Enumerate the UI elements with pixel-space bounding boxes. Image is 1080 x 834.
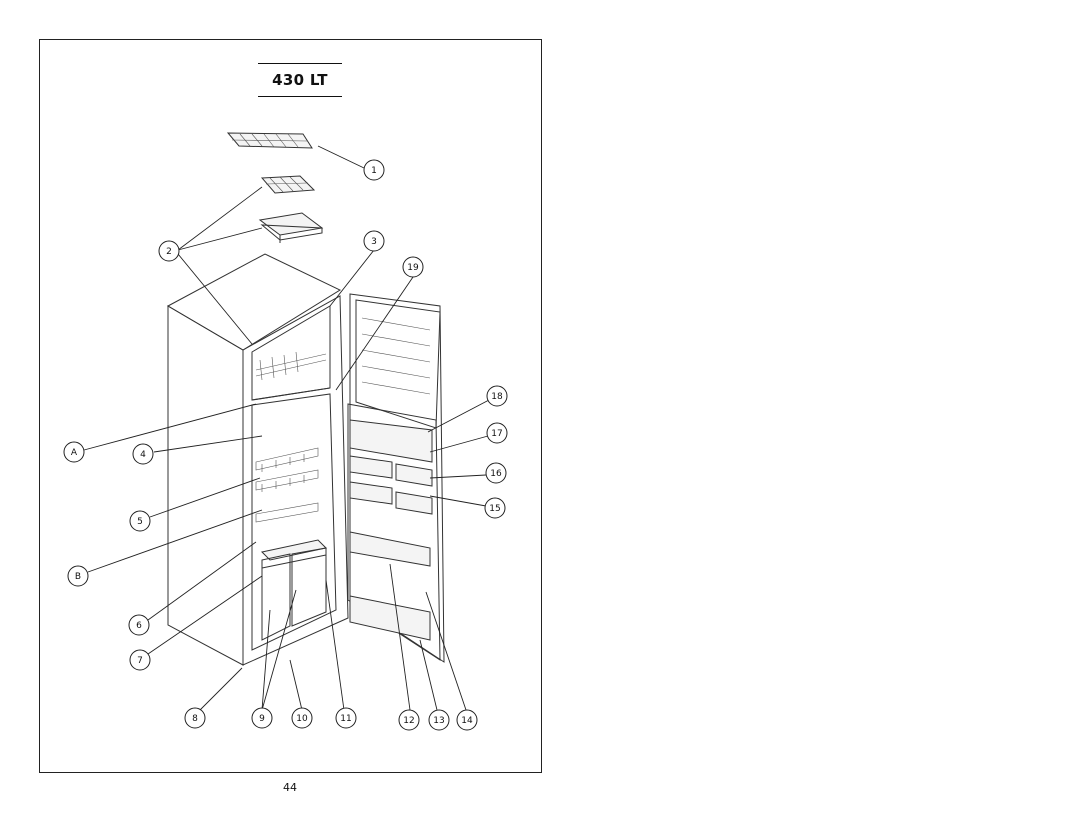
svg-text:15: 15 [489, 504, 500, 514]
callout-12: 12 [398, 709, 420, 731]
svg-text:8: 8 [192, 714, 198, 724]
callout-4: 4 [132, 443, 154, 465]
svg-text:12: 12 [403, 716, 414, 726]
callout-A: A [63, 441, 85, 463]
svg-text:10: 10 [296, 714, 308, 724]
svg-text:19: 19 [407, 263, 419, 273]
callout-6: 6 [128, 614, 150, 636]
svg-text:B: B [75, 572, 81, 582]
svg-text:1: 1 [371, 166, 377, 176]
callout-10: 10 [291, 707, 313, 729]
ice-tray [226, 132, 313, 149]
callout-15: 15 [484, 497, 506, 519]
fridge-shelves [255, 447, 319, 523]
svg-text:4: 4 [140, 450, 146, 460]
model-title: 430 LT [272, 71, 328, 89]
callout-8: 8 [184, 707, 206, 729]
leader-lines [83, 145, 490, 711]
page-number: 44 [283, 781, 297, 794]
freezer-shelf [255, 351, 327, 381]
page-border [39, 39, 542, 773]
svg-text:5: 5 [137, 517, 143, 527]
callout-3: 3 [363, 230, 385, 252]
svg-text:11: 11 [340, 714, 351, 724]
cabinet [166, 253, 349, 666]
title-box: 430 LT [258, 63, 342, 97]
callout-14: 14 [456, 709, 478, 731]
svg-text:6: 6 [136, 621, 142, 631]
callout-1: 1 [363, 159, 385, 181]
callout-17: 17 [486, 422, 508, 444]
open-door [347, 293, 445, 663]
svg-text:2: 2 [166, 247, 172, 257]
callout-16: 16 [485, 462, 507, 484]
egg-tray [260, 175, 316, 194]
callout-19: 19 [402, 256, 424, 278]
svg-text:18: 18 [491, 392, 503, 402]
crisper-drawers [260, 539, 328, 641]
callout-13: 13 [428, 709, 450, 731]
svg-text:7: 7 [137, 656, 143, 666]
callout-7: 7 [129, 649, 151, 671]
callout-9: 9 [251, 707, 273, 729]
callout-2: 2 [158, 240, 180, 262]
svg-text:9: 9 [259, 714, 265, 724]
svg-text:14: 14 [461, 716, 473, 726]
svg-text:13: 13 [433, 716, 444, 726]
freezer-box [258, 212, 324, 243]
svg-text:16: 16 [490, 469, 502, 479]
callout-B: B [67, 565, 89, 587]
callout-11: 11 [335, 707, 357, 729]
callout-18: 18 [486, 385, 508, 407]
callout-5: 5 [129, 510, 151, 532]
svg-text:A: A [71, 448, 78, 458]
svg-text:17: 17 [491, 429, 502, 439]
svg-text:3: 3 [371, 237, 377, 247]
